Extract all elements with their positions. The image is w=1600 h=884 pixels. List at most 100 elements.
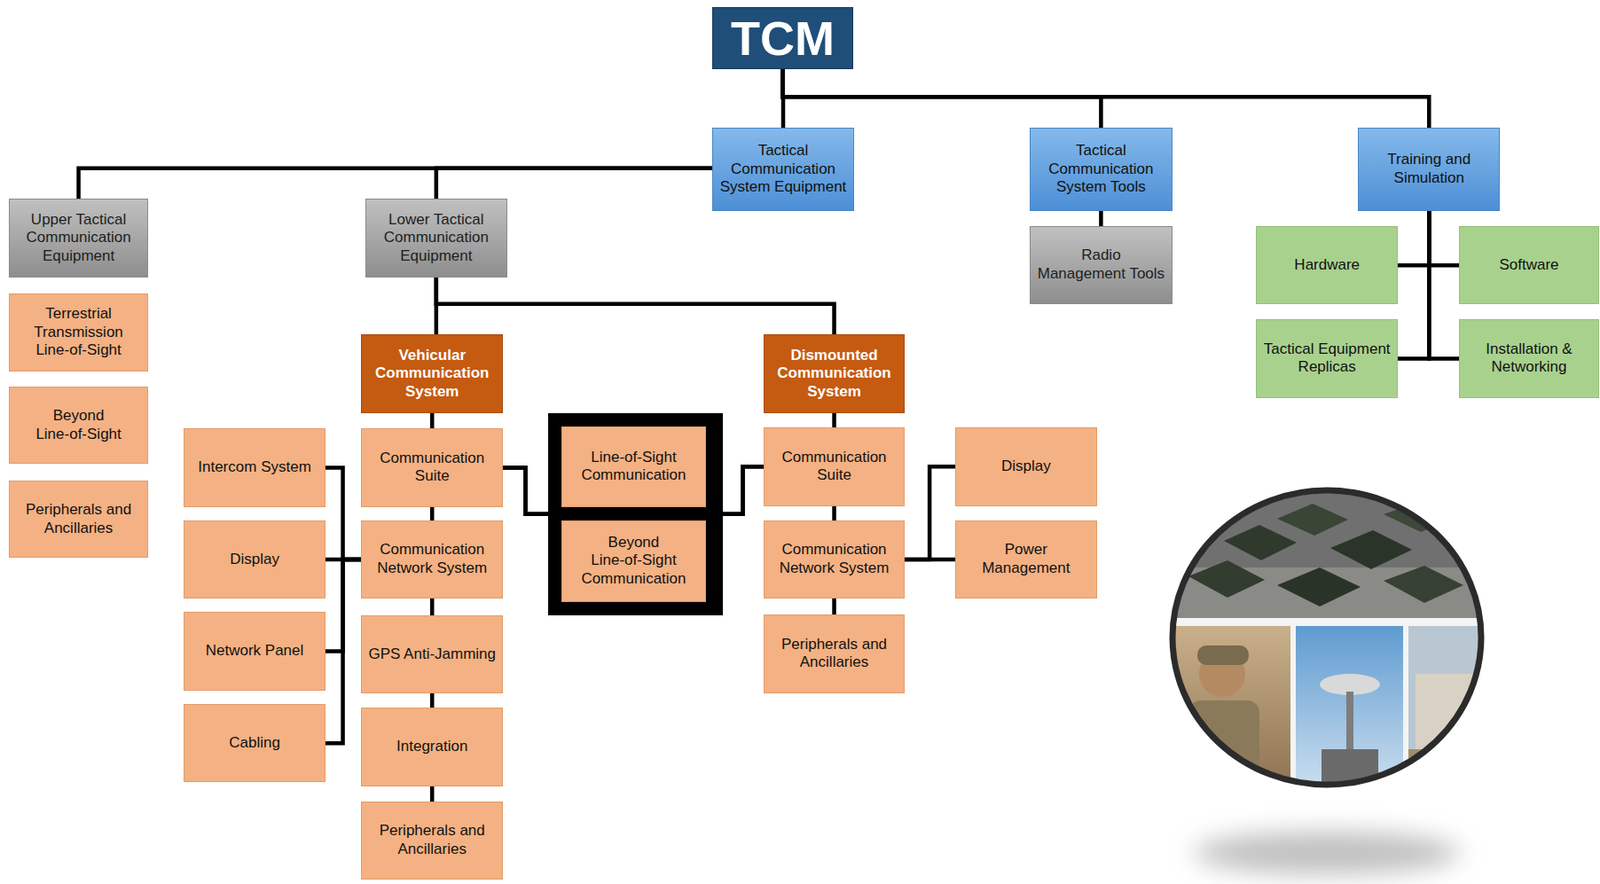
word: System — [839, 559, 890, 577]
box-label: Line-of-Sight Communication — [568, 448, 699, 486]
word: System — [405, 383, 459, 400]
word: and — [862, 635, 887, 653]
connector-path — [436, 168, 713, 200]
word: Management — [981, 559, 1070, 577]
box-label: TCM — [730, 14, 835, 63]
word: Integration — [396, 737, 468, 755]
box-label: Radio Management Tools — [1036, 246, 1166, 283]
word: TCM — [730, 11, 835, 65]
connector-path — [831, 413, 837, 428]
word: System — [260, 458, 312, 476]
word: Management — [1037, 265, 1126, 283]
photo-gap — [1290, 626, 1296, 795]
word: Cabling — [228, 734, 281, 752]
item-box: GPS Anti-Jamming — [360, 615, 503, 695]
root-box: TCM — [712, 7, 854, 70]
word: Hardware — [1294, 256, 1360, 274]
connector-path — [430, 507, 435, 521]
box-label: Peripherals and Ancillaries — [770, 635, 899, 673]
word: Tools — [1110, 178, 1146, 196]
word: Tactical — [433, 211, 485, 228]
word: Terrestrial — [45, 305, 112, 322]
photo-gap — [1170, 618, 1491, 627]
connector-line — [1428, 211, 1459, 359]
connector-path — [436, 277, 835, 335]
dish-mast — [1346, 691, 1354, 754]
connector-path — [1397, 211, 1429, 359]
box-label: Dismounted Communication System — [770, 346, 899, 402]
word: Radio — [1081, 246, 1121, 264]
word: Intercom — [197, 458, 257, 476]
word: Communication — [1048, 160, 1153, 178]
connector-line — [1428, 211, 1459, 266]
connector-line — [833, 413, 835, 428]
connector-path — [325, 559, 361, 744]
tent — [1277, 567, 1361, 607]
connector-line — [1100, 211, 1102, 227]
word: Communication — [379, 541, 485, 558]
word: Power — [1004, 541, 1048, 558]
word: Communication — [384, 228, 489, 246]
connector-path — [1098, 211, 1104, 227]
box-label: Beyond Line-of-Sight Communication — [568, 533, 699, 589]
connector-path — [430, 693, 435, 708]
box-label: Beyond Line-of-Sight — [15, 407, 141, 444]
item-box: Peripherals and Ancillaries — [8, 480, 148, 558]
box-label: Communication Network System — [770, 541, 899, 578]
word: Network — [376, 559, 432, 577]
word: and — [1445, 150, 1471, 168]
word: Ancillaries — [397, 840, 466, 858]
connector-path — [831, 598, 837, 614]
word: Communication — [781, 541, 887, 558]
dish-photo — [1295, 626, 1404, 795]
tent — [1330, 530, 1412, 570]
connector-line — [833, 598, 835, 614]
subcategory-box: Radio Management Tools — [1029, 226, 1173, 304]
system-box: Dismounted Communication System — [763, 334, 906, 414]
item-box: Integration — [360, 707, 503, 787]
box-label: Intercom System — [197, 458, 312, 478]
item-box: Peripherals and Ancillaries — [360, 801, 503, 879]
word: Peripherals — [781, 635, 858, 653]
box-label: Upper Tactical Communication Equipment — [15, 211, 141, 267]
word: Display — [229, 550, 280, 568]
connector-line — [78, 168, 713, 200]
word: Peripherals — [379, 822, 456, 840]
word: Line-of-Sight — [35, 341, 121, 359]
item-box: Cabling — [183, 704, 326, 784]
word: Display — [1001, 457, 1051, 475]
box-label: Communication Suite — [368, 449, 496, 487]
box-label: Vehicular Communication System — [368, 346, 496, 402]
box-label: Communication Suite — [770, 448, 899, 486]
word: Panel — [265, 642, 304, 659]
subcategory-box: Upper Tactical Communication Equipment — [8, 198, 148, 278]
connector-path — [430, 598, 435, 615]
word: Communication — [781, 448, 887, 466]
tent — [1277, 503, 1349, 536]
system-box: Vehicular Communication System — [360, 334, 503, 414]
word: Communication — [776, 364, 891, 382]
word: Ancillaries — [44, 519, 113, 537]
box-label: Integration — [396, 737, 468, 757]
item-box: Power Management — [955, 520, 1098, 600]
word: System — [1056, 178, 1107, 196]
subcategory-box: Lower Tactical Communication Equipment — [365, 198, 508, 278]
connector-line — [436, 168, 713, 200]
item-box: Peripherals and Ancillaries — [763, 614, 906, 695]
word: Suite — [816, 466, 852, 484]
item-box: Beyond Line-of-Sight Communication — [561, 520, 706, 603]
connector-path — [325, 467, 361, 560]
training-box: Installation & Networking — [1458, 319, 1600, 399]
word: Tools — [1129, 265, 1165, 283]
connector-line — [431, 507, 433, 521]
soldier-photo — [1170, 626, 1291, 795]
box-label: Display — [1001, 457, 1051, 477]
word: Dismounted — [790, 346, 878, 364]
word: Beyond — [53, 407, 105, 424]
connector-path — [430, 413, 435, 429]
word: Line-of-Sight — [35, 425, 121, 443]
word: Communication — [730, 160, 836, 178]
word: Communication — [26, 228, 132, 246]
word: Tactical — [1263, 340, 1315, 358]
